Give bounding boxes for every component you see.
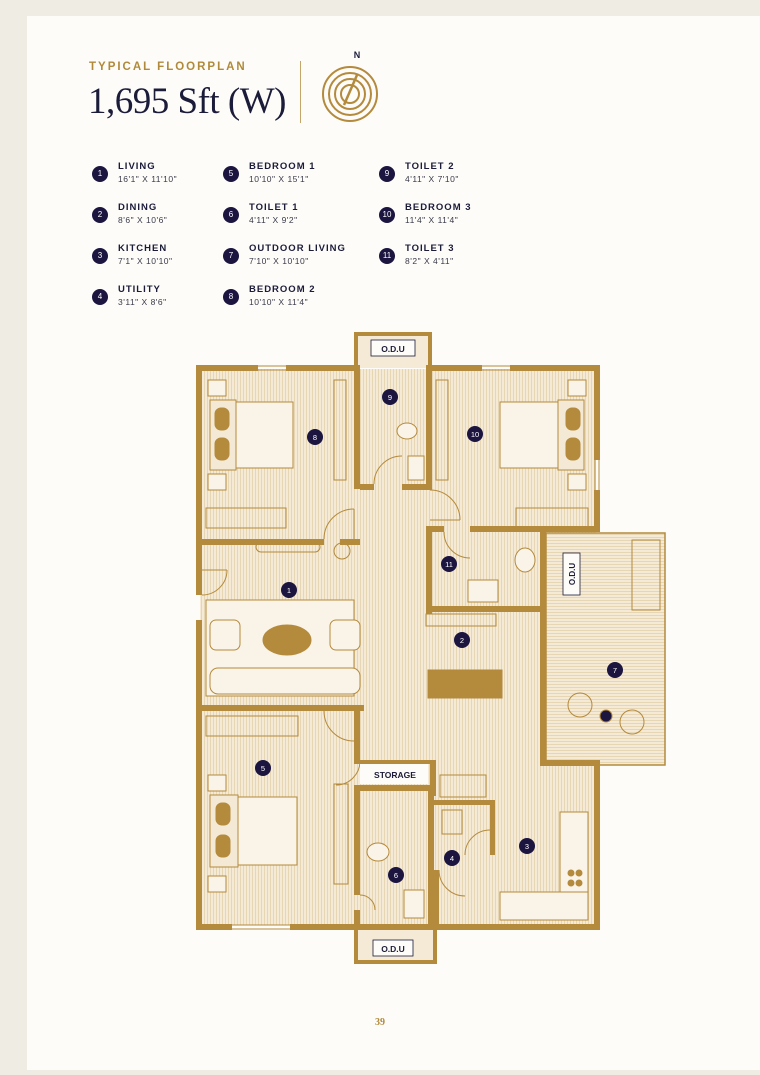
svg-text:2: 2 bbox=[460, 636, 464, 645]
room-number-badge: 11 bbox=[379, 248, 395, 264]
room-number-badge: 1 bbox=[92, 166, 108, 182]
room-marker-11: 11 bbox=[441, 556, 457, 572]
svg-text:6: 6 bbox=[394, 871, 398, 880]
furniture bbox=[205, 379, 661, 921]
room-name: LIVING bbox=[118, 161, 156, 172]
windows bbox=[232, 365, 600, 930]
room-number-badge: 2 bbox=[92, 207, 108, 223]
walls bbox=[196, 332, 600, 964]
svg-text:O.D.U: O.D.U bbox=[381, 344, 405, 354]
room-marker-3: 3 bbox=[519, 838, 535, 854]
eyebrow-label: TYPICAL FLOORPLAN bbox=[89, 61, 247, 73]
svg-text:4: 4 bbox=[450, 854, 454, 863]
room-marker-9: 9 bbox=[382, 389, 398, 405]
room-marker-8: 8 bbox=[307, 429, 323, 445]
room-dimensions: 10'10" X 11'4" bbox=[249, 297, 309, 307]
room-markers: 1 2 3 4 5 6 7 8 9 10 11 bbox=[255, 389, 623, 883]
storage-label: STORAGE bbox=[360, 764, 428, 784]
room-marker-1: 1 bbox=[281, 582, 297, 598]
room-name: DINING bbox=[118, 202, 158, 213]
room-marker-6: 6 bbox=[388, 867, 404, 883]
svg-text:11: 11 bbox=[445, 560, 453, 569]
room-dimensions: 4'11" X 9'2" bbox=[249, 215, 298, 225]
svg-text:O.D.U: O.D.U bbox=[568, 563, 577, 585]
page-title: 1,695 Sft (W) bbox=[88, 81, 287, 122]
room-number-badge: 7 bbox=[223, 248, 239, 264]
room-marker-5: 5 bbox=[255, 760, 271, 776]
room-dimensions: 3'11" X 8'6" bbox=[118, 297, 167, 307]
svg-text:1: 1 bbox=[287, 586, 291, 595]
room-marker-10: 10 bbox=[467, 426, 483, 442]
room-name: TOILET 1 bbox=[249, 202, 299, 213]
odu-bottom: O.D.U bbox=[372, 939, 414, 957]
room-dimensions: 16'1" X 11'10" bbox=[118, 174, 178, 184]
compass-north-label: N bbox=[354, 50, 361, 60]
svg-text:9: 9 bbox=[388, 393, 392, 402]
odu-side: O.D.U bbox=[562, 552, 581, 596]
svg-text:8: 8 bbox=[313, 433, 317, 442]
room-number-badge: 6 bbox=[223, 207, 239, 223]
svg-text:7: 7 bbox=[613, 666, 617, 675]
room-name: OUTDOOR LIVING bbox=[249, 243, 346, 254]
title-divider bbox=[300, 61, 301, 123]
room-name: BEDROOM 1 bbox=[249, 161, 316, 172]
room-dimensions: 4'11" X 7'10" bbox=[405, 174, 459, 184]
svg-text:O.D.U: O.D.U bbox=[381, 944, 405, 954]
door-swings bbox=[201, 455, 491, 911]
room-number-badge: 3 bbox=[92, 248, 108, 264]
room-dimensions: 11'4" X 11'4" bbox=[405, 215, 459, 225]
room-dimensions: 7'10" X 10'10" bbox=[249, 256, 309, 266]
room-dimensions: 8'6" X 10'6" bbox=[118, 215, 168, 225]
room-number-badge: 5 bbox=[223, 166, 239, 182]
room-name: UTILITY bbox=[118, 284, 161, 295]
odu-top: O.D.U bbox=[370, 339, 416, 357]
page-number: 39 bbox=[375, 1017, 385, 1028]
room-dimensions: 10'10" X 15'1" bbox=[249, 174, 309, 184]
room-number-badge: 9 bbox=[379, 166, 395, 182]
room-marker-7: 7 bbox=[607, 662, 623, 678]
room-number-badge: 10 bbox=[379, 207, 395, 223]
svg-text:5: 5 bbox=[261, 764, 265, 773]
room-marker-4: 4 bbox=[444, 850, 460, 866]
room-number-badge: 4 bbox=[92, 289, 108, 305]
svg-text:STORAGE: STORAGE bbox=[374, 770, 416, 780]
room-dimensions: 8'2" X 4'11" bbox=[405, 256, 454, 266]
room-marker-2: 2 bbox=[454, 632, 470, 648]
room-dimensions: 7'1" X 10'10" bbox=[118, 256, 173, 266]
room-name: TOILET 3 bbox=[405, 243, 455, 254]
room-name: BEDROOM 2 bbox=[249, 284, 316, 295]
svg-text:3: 3 bbox=[525, 842, 529, 851]
svg-text:10: 10 bbox=[471, 430, 479, 439]
room-name: TOILET 2 bbox=[405, 161, 455, 172]
room-name: KITCHEN bbox=[118, 243, 168, 254]
room-name: BEDROOM 3 bbox=[405, 202, 472, 213]
north-compass-icon: N bbox=[322, 50, 378, 122]
outdoor-railing bbox=[545, 532, 666, 766]
room-number-badge: 8 bbox=[223, 289, 239, 305]
